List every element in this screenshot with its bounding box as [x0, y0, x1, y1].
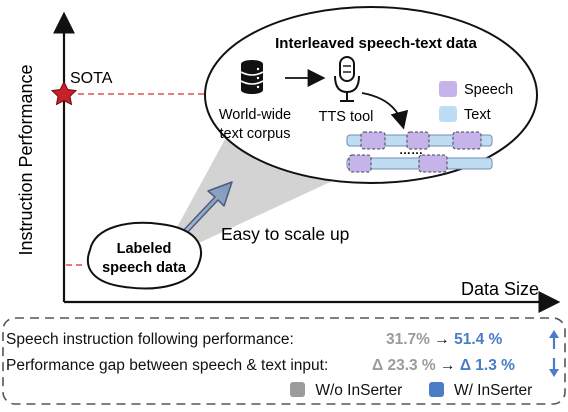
row2-label: Performance gap between speech & text in… — [6, 357, 329, 374]
results-row-performance: Speech instruction following performance… — [6, 331, 294, 349]
scale-up-arrow-icon — [180, 181, 233, 237]
row1-arrow-icon: → — [434, 331, 450, 348]
results-row-gap-values: Δ 23.3 % → Δ 1.3 % — [372, 357, 515, 375]
results-legend: W/o InSerter W/ InSerter — [290, 382, 532, 400]
sequence-ellipsis: …… — [399, 143, 423, 157]
row1-label: Speech instruction following performance… — [6, 331, 294, 348]
with-legend-label: W/ InSerter — [453, 382, 533, 399]
row1-before-value: 31.7% — [386, 331, 430, 348]
text-legend-swatch — [439, 106, 457, 122]
y-axis-label: Instruction Performance — [16, 64, 36, 255]
row2-arrow-icon: → — [440, 357, 456, 374]
labeled-speech-data-bubble — [86, 221, 202, 290]
speech-segment — [452, 131, 482, 150]
speech-legend-swatch — [439, 81, 457, 97]
results-panel — [2, 317, 566, 405]
speech-segment — [406, 131, 430, 150]
decrease-arrow-icon — [549, 358, 559, 377]
bubble-title: Interleaved speech-text data — [275, 35, 477, 52]
curved-arrow-tts-to-sequences — [361, 92, 409, 130]
microphone-icon — [334, 56, 360, 102]
sota-star-icon — [50, 80, 78, 106]
corpus-label-line1: World-wide — [219, 107, 291, 123]
scale-up-text: Easy to scale up — [221, 224, 349, 244]
speech-segment — [418, 154, 448, 173]
database-icon — [240, 60, 264, 94]
sota-label: SOTA — [70, 70, 113, 87]
results-row-gap: Performance gap between speech & text in… — [6, 357, 328, 375]
row2-after-value: Δ 1.3 % — [459, 357, 515, 374]
speech-legend-label: Speech — [464, 82, 513, 98]
text-legend-label: Text — [464, 107, 491, 123]
without-legend-swatch — [290, 382, 305, 397]
increase-arrow-icon — [549, 330, 559, 349]
labeled-line2: speech data — [102, 260, 187, 276]
tts-label: TTS tool — [319, 109, 374, 125]
row1-after-value: 51.4 % — [454, 331, 503, 348]
x-axis-label: Data Size — [461, 279, 539, 299]
speech-segment — [360, 131, 386, 150]
results-row-performance-values: 31.7% → 51.4 % — [386, 331, 502, 349]
without-legend-label: W/o InSerter — [315, 382, 403, 399]
corpus-label-line2: text corpus — [220, 126, 291, 142]
with-legend-swatch — [428, 382, 444, 397]
row2-before-value: Δ 23.3 % — [372, 357, 436, 374]
labeled-line1: Labeled — [117, 241, 172, 257]
speech-segment — [348, 154, 372, 173]
